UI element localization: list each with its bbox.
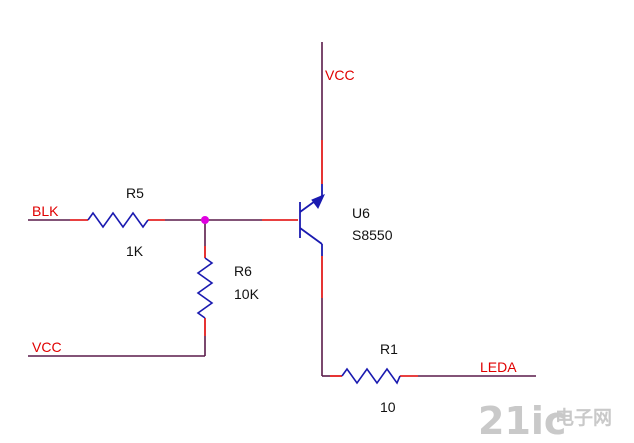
net-label-vcc-bottom: VCC: [32, 339, 62, 355]
watermark-logo: 21ic: [478, 399, 566, 443]
net-label-blk: BLK: [32, 203, 59, 219]
emitter-arrow-icon: [311, 194, 325, 209]
value-r6: 10K: [234, 286, 260, 302]
wires: [28, 42, 536, 377]
value-u6: S8550: [352, 227, 393, 243]
transistor-u6: [299, 184, 325, 256]
value-r1: 10: [380, 399, 396, 415]
ref-r1: R1: [380, 341, 398, 357]
watermark: 21ic 电子网: [478, 399, 612, 443]
net-label-leda: LEDA: [480, 359, 517, 375]
resistor-r6: [196, 257, 214, 319]
ref-r6: R6: [234, 263, 252, 279]
transistor-collector-leg: [299, 227, 323, 245]
resistors: [87, 211, 401, 385]
value-r5: 1K: [126, 243, 144, 259]
ref-r5: R5: [126, 185, 144, 201]
resistor-r1: [341, 367, 401, 385]
net-label-vcc-top: VCC: [325, 67, 355, 83]
junction-dot: [201, 216, 209, 224]
watermark-text: 电子网: [555, 406, 612, 429]
ref-u6: U6: [352, 205, 370, 221]
resistor-r5: [87, 211, 149, 229]
pins: [70, 140, 418, 377]
